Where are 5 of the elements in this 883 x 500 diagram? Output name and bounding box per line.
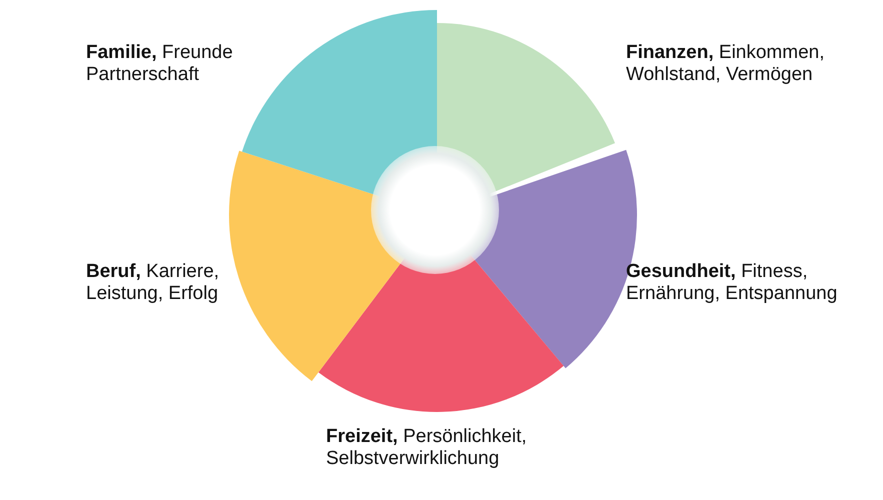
sector-label: Familie, Freunde Partnerschaft <box>86 42 234 86</box>
sector-label: Finanzen, Einkommen, Wohlstand, Vermögen <box>626 42 826 86</box>
sector-label: Freizeit, Persönlichkeit, Selbstverwirklichung <box>326 426 528 470</box>
sector-label: Gesundheit, Fitness, Ernährung, Entspannung <box>626 261 838 305</box>
sector-label: Beruf, Karriere, Leistung, Erfolg <box>86 261 220 305</box>
